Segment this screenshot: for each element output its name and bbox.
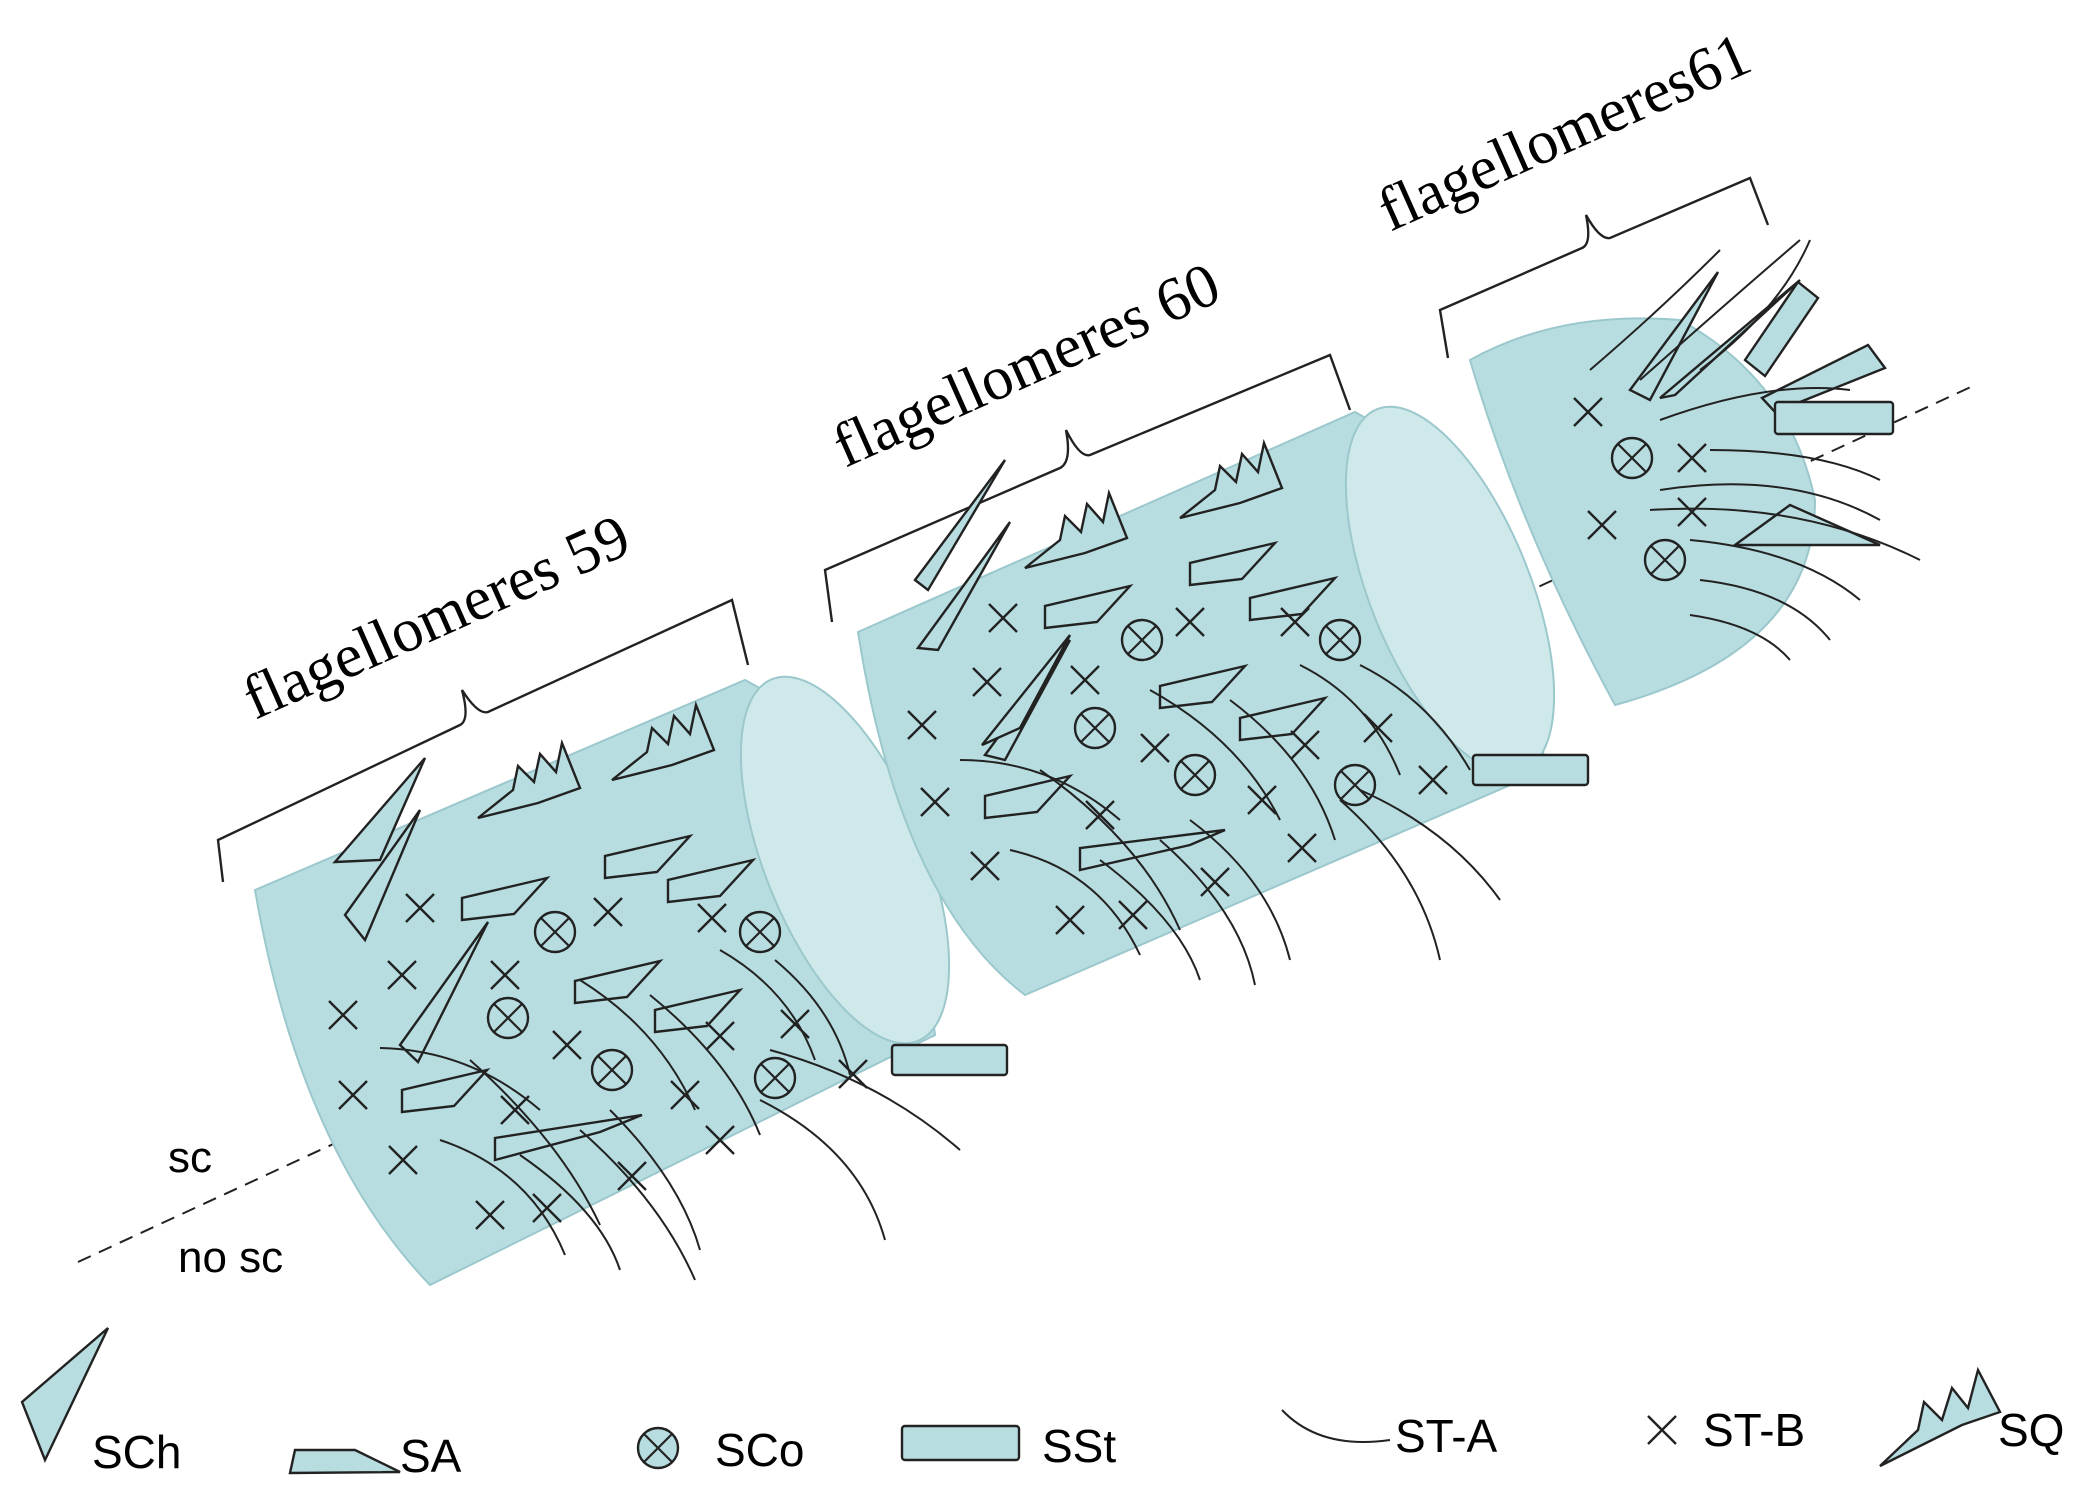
st-a-hair	[1659, 483, 1881, 521]
st-a-hair	[1159, 839, 1256, 986]
st-a-hair	[519, 1154, 621, 1271]
st-a-hair	[1099, 859, 1201, 981]
segment-61-label: flagellomeres61	[1368, 20, 1761, 245]
st-a-hair	[1359, 789, 1501, 901]
sco-icon	[636, 1426, 680, 1470]
st-a-hair	[579, 979, 696, 1111]
sch-spike	[981, 634, 1072, 747]
legend-label: SA	[400, 1430, 462, 1482]
st-a-hair	[1229, 699, 1336, 841]
sch-spike	[1731, 503, 1881, 547]
st-a-hair	[769, 1049, 961, 1151]
st-a-hair	[1009, 849, 1141, 956]
sst-shape	[1760, 343, 1887, 414]
segment-60-label: flagellomeres 60	[823, 250, 1230, 481]
st-a-hair	[1149, 689, 1281, 821]
st-a-hair	[1649, 507, 1921, 561]
st-a-hair	[959, 759, 1121, 821]
legend-item-st-b: ST-B	[1646, 1404, 1805, 1456]
st-a-hair	[469, 1059, 601, 1226]
sch-spike	[1628, 271, 1720, 402]
sst-shape	[1743, 280, 1820, 378]
sco-shape	[1073, 706, 1117, 750]
legend-label: ST-B	[1703, 1404, 1805, 1456]
legend-item-sq: SQ	[1879, 1366, 2064, 1468]
st-a-hair	[609, 1109, 701, 1251]
st-a-hair	[774, 959, 851, 1076]
legend-item-sa: SA	[288, 1430, 462, 1482]
sco-shape	[590, 1048, 634, 1092]
st-a-hair	[719, 949, 816, 1061]
st-a-hair	[1589, 249, 1721, 371]
st-a-hair	[649, 994, 761, 1136]
st-a-hair	[759, 1099, 886, 1241]
st-a-hair	[439, 1139, 566, 1256]
sa-shape	[493, 1113, 643, 1162]
segment-61-brace	[1438, 176, 1770, 359]
legend-label: SQ	[1998, 1404, 2064, 1456]
sch-spike	[343, 809, 422, 943]
no-sc-label: no sc	[178, 1233, 283, 1282]
sco-shape	[1120, 618, 1164, 662]
sst-shape	[1471, 753, 1590, 787]
st-a-hair	[1299, 664, 1401, 776]
legend-label: SCh	[92, 1426, 181, 1478]
sch-spike	[915, 521, 1012, 652]
legend-item-sch: SCh	[20, 1327, 181, 1478]
segment-59: flagellomeres 59	[216, 502, 1009, 1287]
sco-shape	[1610, 436, 1654, 480]
st-a-hair	[1639, 239, 1801, 381]
st-a-hair	[1659, 387, 1851, 421]
segment-60-brace	[823, 353, 1352, 623]
sc-label: sc	[168, 1133, 212, 1182]
sst-shape	[1773, 400, 1895, 436]
sco-shape	[1643, 538, 1687, 582]
st-a-hair	[1689, 539, 1861, 601]
sco-shape	[1318, 618, 1362, 662]
legend-item-sst: SSt	[900, 1420, 1116, 1472]
legend-item-st-a: ST-A	[1281, 1409, 1498, 1462]
sst-icon	[900, 1424, 1021, 1462]
sco-shape	[486, 996, 530, 1040]
sco-shape	[533, 910, 577, 954]
legend: SCh SA SCo SSt ST-A ST-B SQ	[20, 1327, 2064, 1482]
sco-shape	[1173, 753, 1217, 797]
st-a-hair	[1699, 239, 1811, 371]
sch-spike	[332, 757, 427, 864]
sa-shape	[1078, 828, 1226, 872]
st-a-hair	[1039, 769, 1181, 931]
sst-shape	[890, 1043, 1009, 1077]
legend-label: SSt	[1042, 1420, 1116, 1472]
st-a-hair	[579, 1129, 696, 1281]
sq-icon	[1879, 1366, 2002, 1468]
st-b-icon	[1646, 1414, 1678, 1446]
st-a-hair	[1689, 614, 1791, 661]
st-a-icon	[1281, 1409, 1391, 1443]
st-a-hair	[1359, 664, 1471, 771]
sch-icon	[20, 1327, 110, 1463]
sch-spike	[398, 921, 490, 1064]
st-a-hair	[1709, 449, 1881, 481]
legend-label: SCo	[715, 1424, 804, 1476]
st-a-hair	[1189, 819, 1291, 961]
sco-shape	[753, 1056, 797, 1100]
st-a-hair	[1339, 799, 1441, 961]
st-a-hair	[379, 1047, 541, 1111]
segment-59-brace	[216, 598, 750, 883]
legend-label: ST-A	[1395, 1410, 1498, 1462]
sco-shape	[738, 910, 782, 954]
sa-icon	[288, 1448, 401, 1475]
sch-spike	[913, 459, 1007, 592]
sco-shape	[1333, 763, 1377, 807]
segment-59-label: flagellomeres 59	[233, 502, 640, 733]
legend-item-sco: SCo	[636, 1424, 804, 1476]
st-a-hair	[1699, 579, 1831, 641]
